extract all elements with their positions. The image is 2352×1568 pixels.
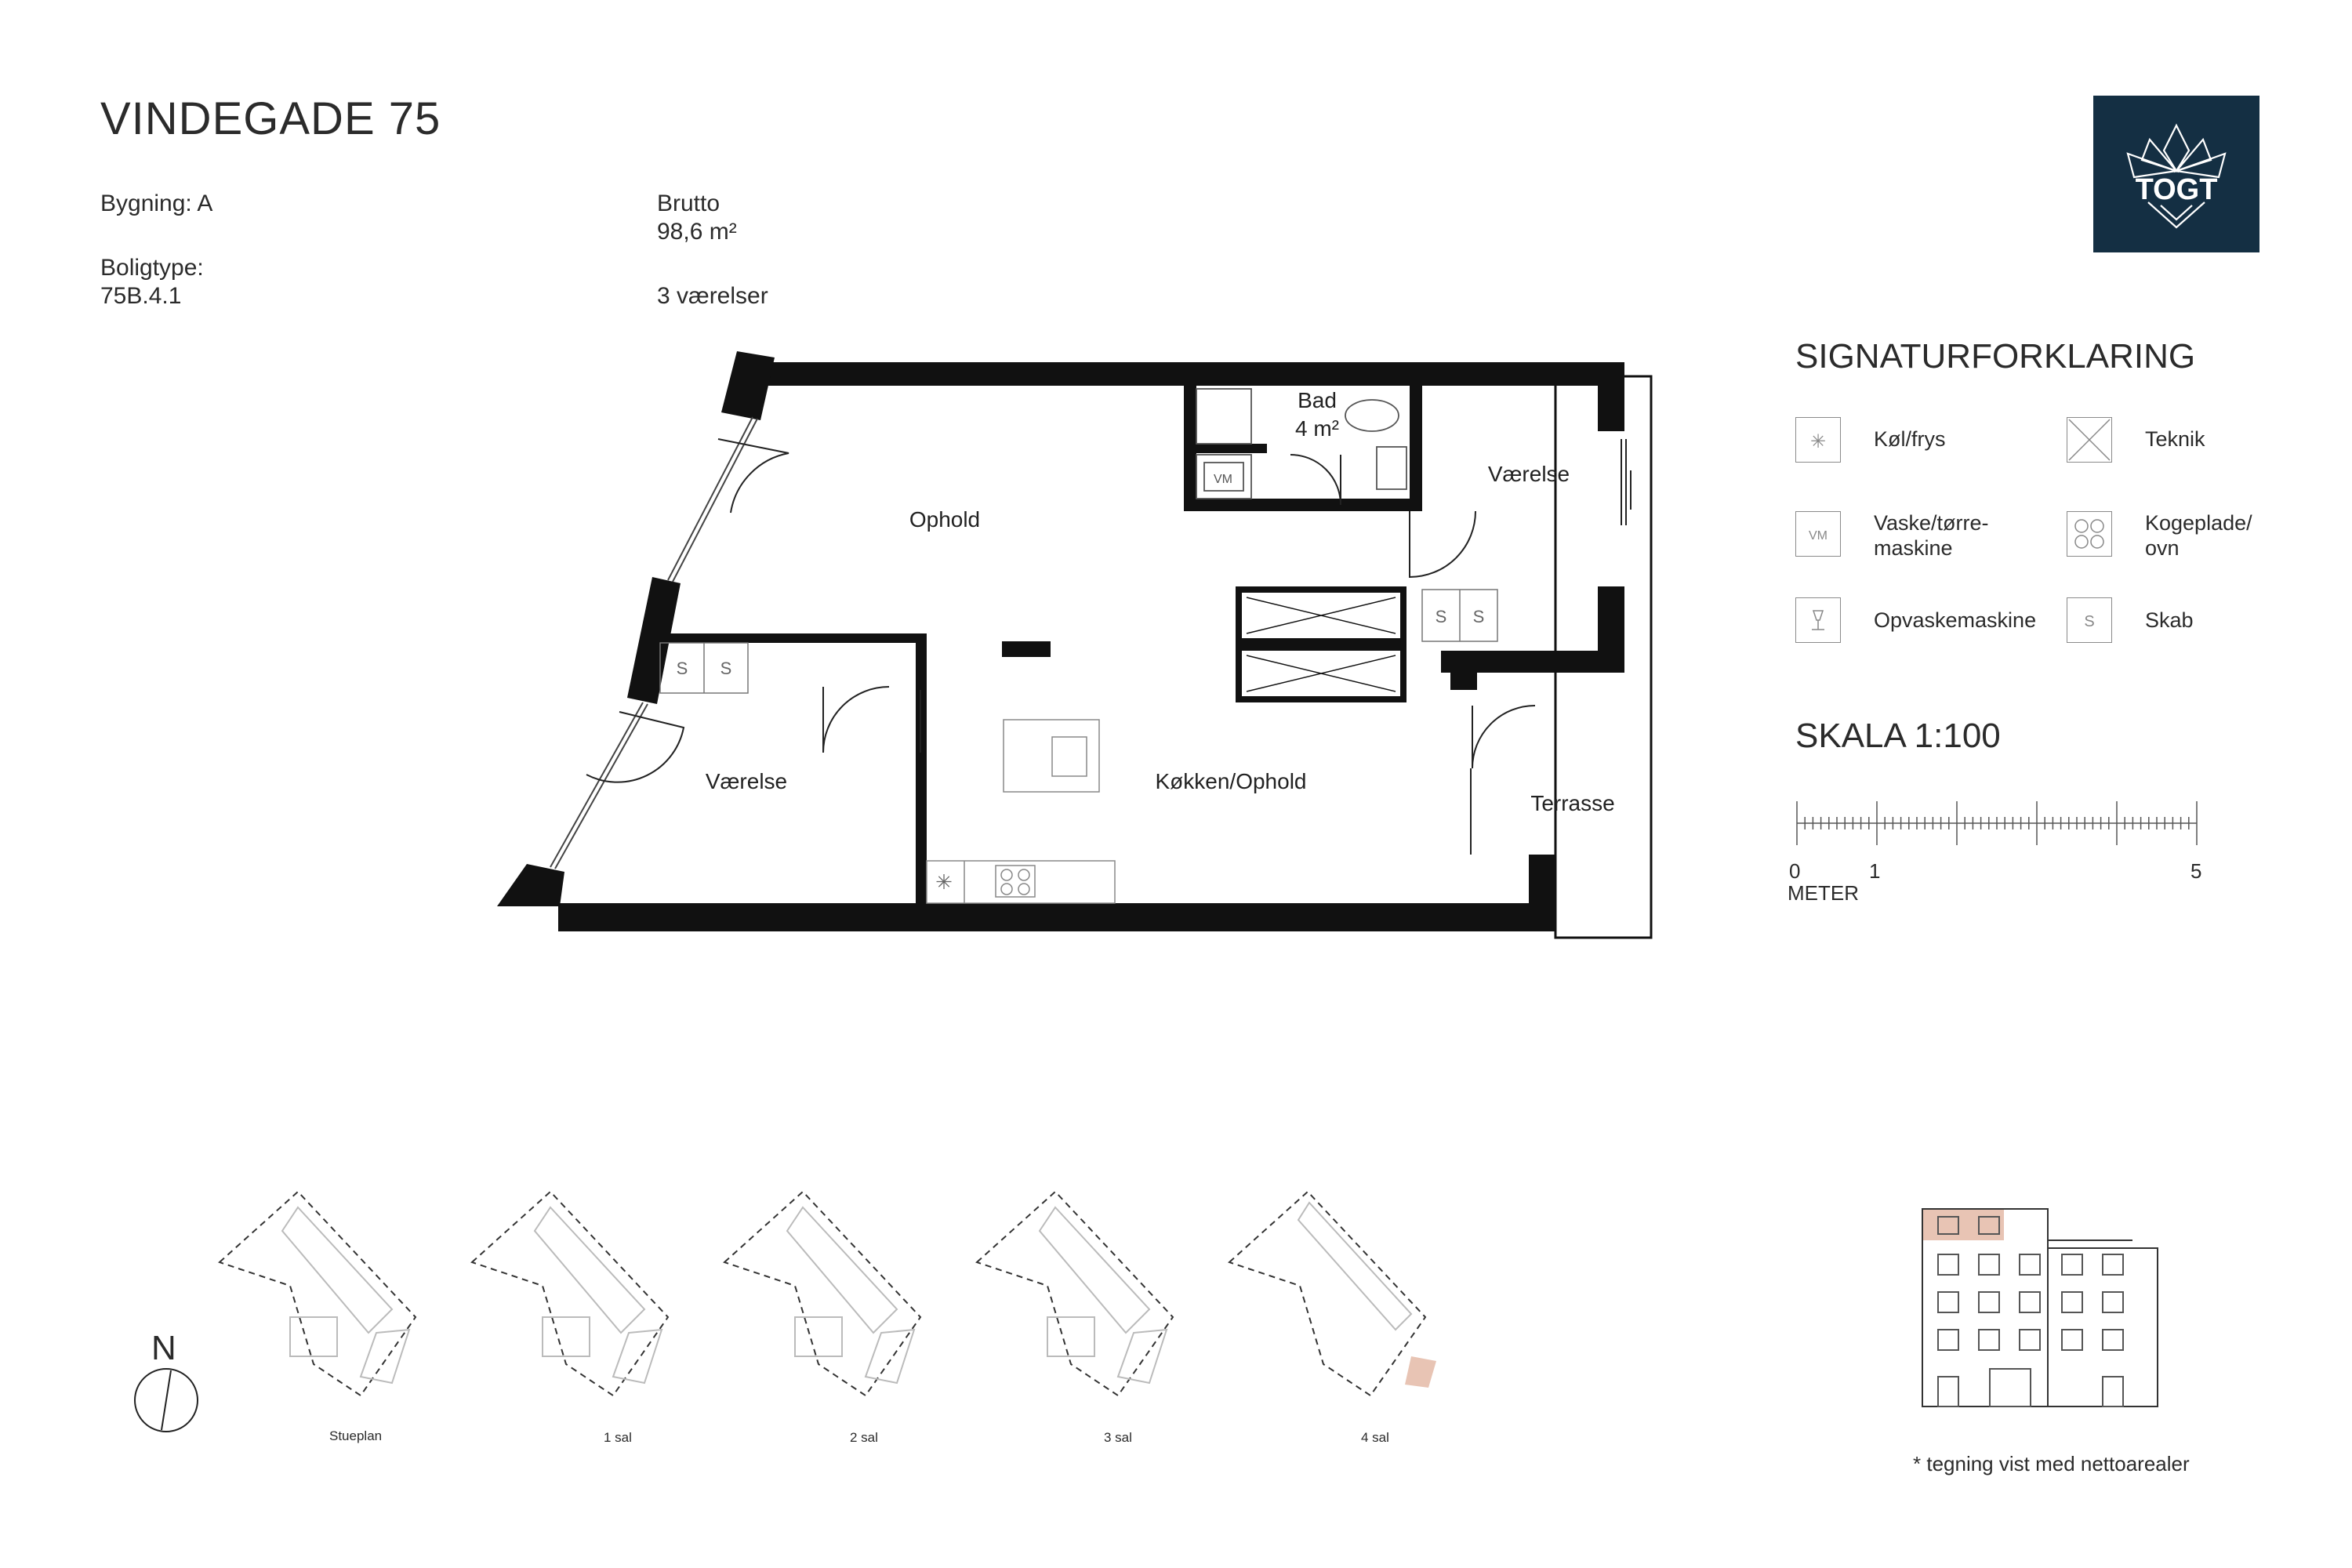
elevation-window [1978, 1329, 2000, 1351]
closet-s-4: S [720, 659, 732, 678]
lotus-logo-icon: TOGT [2126, 123, 2227, 229]
legend-koge-2: ovn [2145, 536, 2180, 560]
elevation-window [2019, 1329, 2041, 1351]
closet-s-3: S [677, 659, 688, 678]
gross-label: Brutto [657, 191, 720, 216]
highlighted-unit-elevation [1922, 1209, 2004, 1240]
elevation-window [1937, 1254, 1959, 1276]
elevation-window [2102, 1254, 2124, 1276]
building-label: Bygning: A [100, 191, 213, 216]
fridge-legend-icon: ✳ [1795, 417, 1841, 463]
room-bad-area: 4 m² [1295, 416, 1339, 441]
north-arrow-icon [134, 1368, 198, 1432]
svg-text:S: S [2084, 613, 2094, 630]
elevation-window [2061, 1291, 2083, 1313]
door-swings [586, 438, 1536, 783]
togt-logo: TOGT [2093, 96, 2259, 252]
north-label: N [151, 1329, 176, 1367]
dishwasher-legend-icon [1795, 597, 1841, 643]
facade-windows [550, 416, 758, 869]
svg-text:VM: VM [1809, 529, 1828, 543]
elevation-entrance [1989, 1368, 2031, 1407]
elevation-window [2061, 1254, 2083, 1276]
page-title: VINDEGADE 75 [100, 93, 441, 144]
elevation-window [1978, 1254, 2000, 1276]
scale-unit: METER [1788, 881, 1859, 905]
room-terrasse: Terrasse [1530, 791, 1614, 815]
highlighted-unit [1405, 1356, 1436, 1388]
scale-tick-5: 5 [2190, 859, 2202, 883]
floor-label-3: 3 sal [1104, 1430, 1132, 1445]
keyplan-stueplan [219, 1191, 416, 1396]
elevation-window [1937, 1216, 1959, 1235]
building-elevation [1922, 1208, 2158, 1407]
legend-skab: Skab [2145, 608, 2194, 632]
legend-koge-1: Kogeplade/ [2145, 511, 2252, 535]
type-label: Boligtype: [100, 255, 204, 281]
fridge-icon: ✳ [935, 870, 953, 894]
scale-bar [1796, 801, 2198, 845]
walls [497, 351, 1624, 931]
elevation-window [2061, 1329, 2083, 1351]
room-bad: Bad [1298, 388, 1337, 412]
keyplan-2-sal [724, 1191, 921, 1396]
type-value: 75B.4.1 [100, 283, 182, 309]
closet-s-1: S [1436, 607, 1447, 626]
floor-label-2: 2 sal [850, 1430, 878, 1445]
terrace-sliding-door [1621, 439, 1632, 525]
elevation-window [1978, 1291, 2000, 1313]
legend-vaske-1: Vaske/tørre- [1874, 511, 1989, 535]
room-vaerelse-west: Værelse [706, 769, 787, 793]
technical-legend-icon [2067, 417, 2112, 463]
scale-tick-1: 1 [1869, 859, 1881, 883]
legend-opvask: Opvaskemaskine [1874, 608, 2037, 632]
elevation-window [2019, 1254, 2041, 1276]
closet-legend-icon: S [2067, 597, 2112, 643]
floor-label-1: 1 sal [604, 1430, 632, 1445]
footnote: * tegning vist med nettoarealer [1913, 1452, 2190, 1475]
legend-teknik: Teknik [2145, 427, 2205, 451]
floor-label-4: 4 sal [1361, 1430, 1389, 1445]
elevation-door [2102, 1376, 2124, 1407]
vm-symbol: VM [1214, 473, 1232, 486]
closets [659, 589, 1498, 694]
svg-text:✳: ✳ [1810, 431, 1826, 452]
keyplan-4-sal [1228, 1190, 1436, 1397]
floor-key-plans [219, 1190, 1436, 1397]
elevation-window [2102, 1329, 2124, 1351]
technical-shafts [1236, 586, 1406, 702]
floor-plan: VM S S S S ✳ Ophold Bad 4 m² Værelse Vær… [497, 351, 1653, 939]
legend-kol: Køl/frys [1874, 427, 1946, 451]
keyplan-1-sal [471, 1191, 669, 1396]
elevation-window [2019, 1291, 2041, 1313]
legend-title: SIGNATURFORKLARING [1795, 337, 2196, 376]
room-vaerelse-east: Værelse [1488, 462, 1570, 486]
stove-legend-icon [2067, 511, 2112, 557]
keyplan-3-sal [976, 1191, 1174, 1396]
elevation-window [1937, 1291, 1959, 1313]
bath-fixtures [1196, 388, 1407, 499]
floor-label-0: Stueplan [329, 1428, 383, 1443]
logo-text: TOGT [2136, 173, 2218, 206]
room-kokken: Køkken/Ophold [1156, 769, 1307, 793]
elevation-door [1937, 1376, 1959, 1407]
kitchen-fixtures [926, 719, 1116, 904]
room-ophold: Ophold [909, 507, 980, 532]
gross-value: 98,6 m² [657, 219, 737, 245]
legend-vaske-2: maskine [1874, 536, 1953, 560]
kitchen-door-line [920, 690, 1472, 855]
rooms-count: 3 værelser [657, 283, 768, 309]
elevation-window [2102, 1291, 2124, 1313]
elevation-window [1937, 1329, 1959, 1351]
scale-tick-0: 0 [1789, 859, 1801, 883]
washer-legend-icon: VM [1795, 511, 1841, 557]
closet-s-2: S [1473, 607, 1485, 626]
elevation-window [1978, 1216, 2000, 1235]
scale-title: SKALA 1:100 [1795, 717, 2001, 755]
